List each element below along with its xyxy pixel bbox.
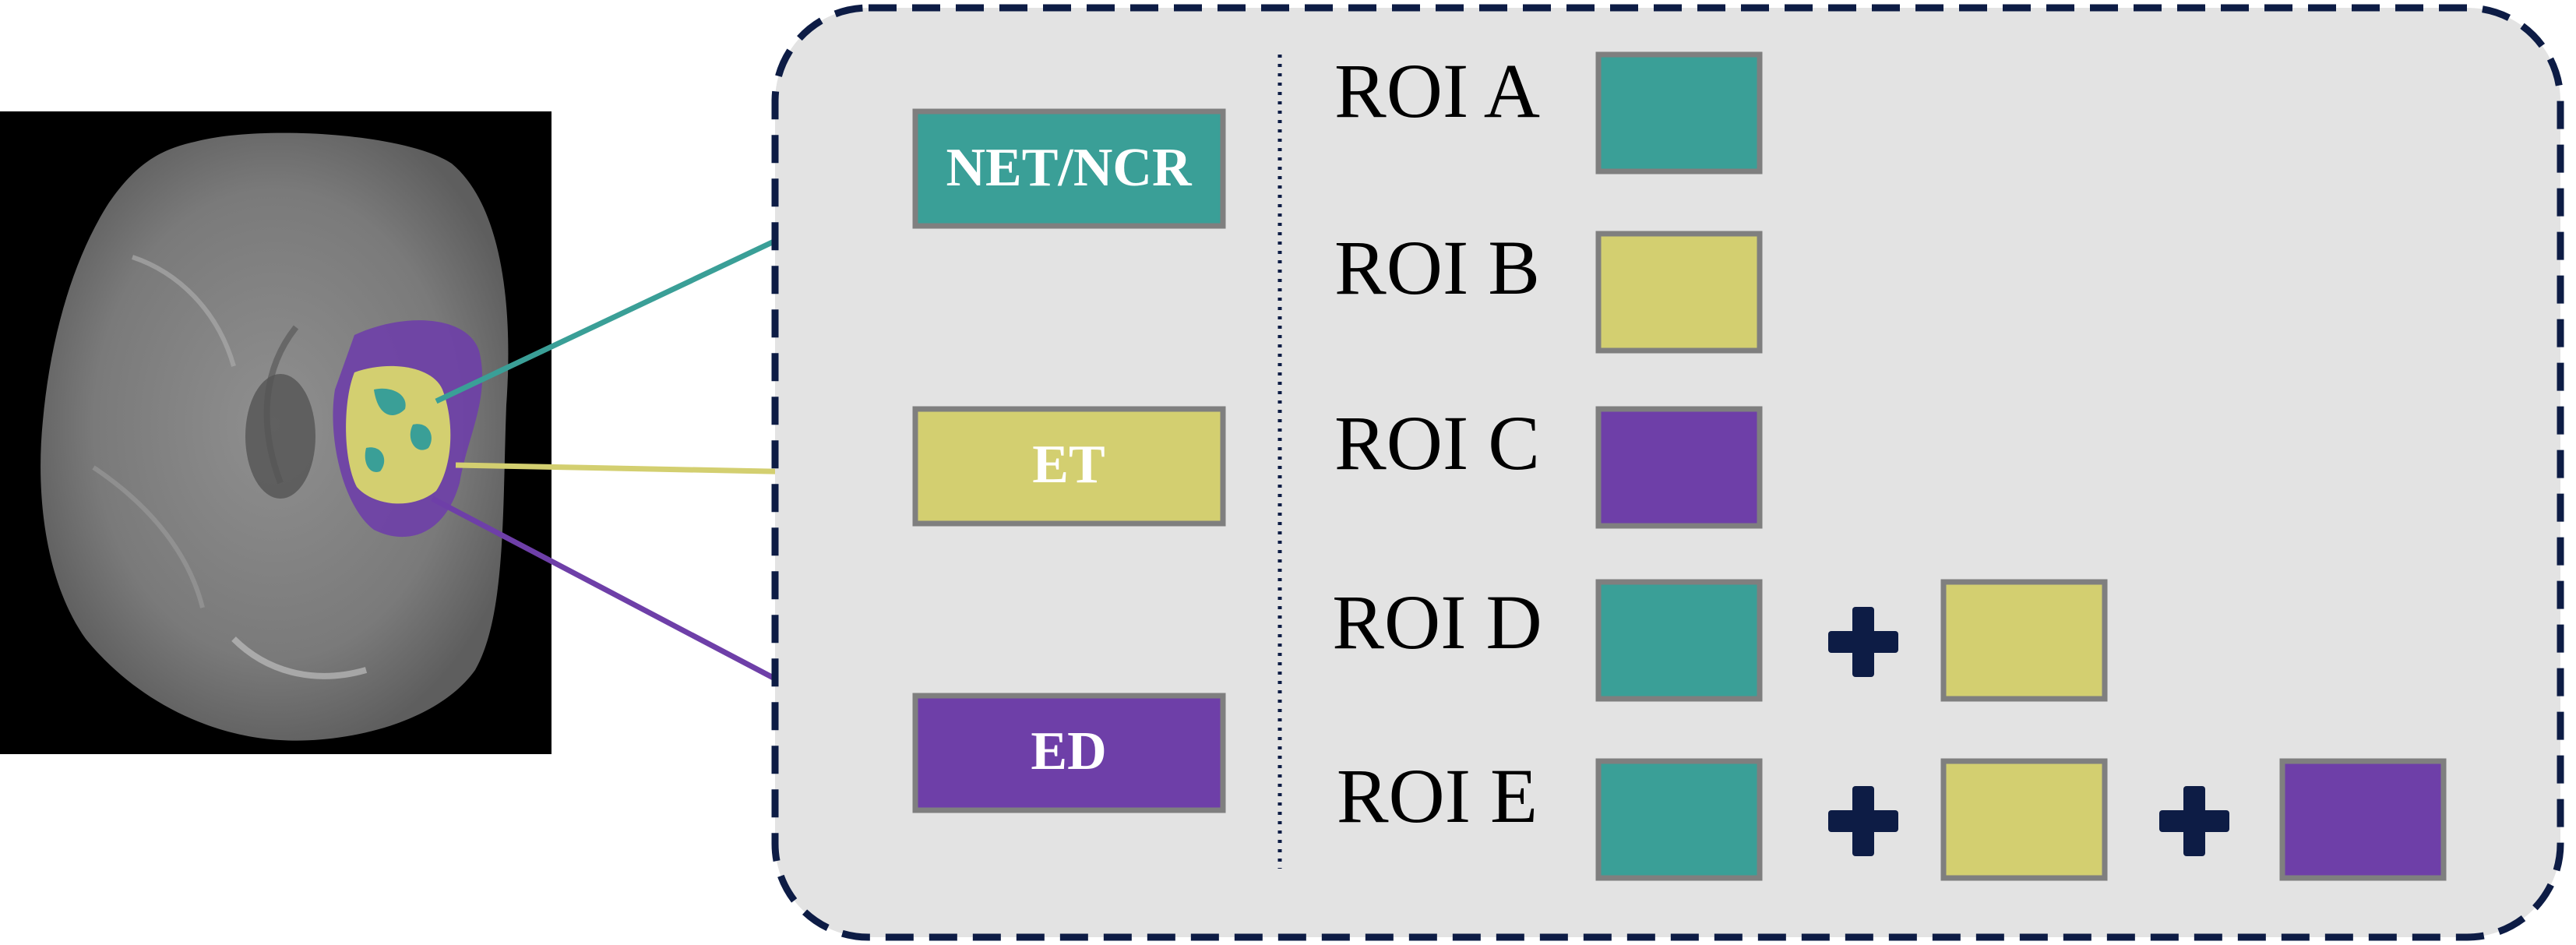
region-et: ET: [912, 406, 1226, 527]
plus-icon: [2159, 786, 2229, 856]
plus-icon: [1828, 786, 1898, 856]
region-net-ncr-label: NET/NCR: [946, 138, 1192, 198]
necrosis-overlay: [410, 424, 432, 450]
roi-row-d: ROI D: [1332, 579, 2108, 702]
brain-fold: [132, 255, 236, 367]
region-ed-label: ED: [1031, 721, 1106, 781]
roi-e-swatch-teal: [1595, 758, 1763, 881]
region-et-box: [912, 406, 1226, 527]
region-et-label: ET: [1032, 435, 1105, 495]
roi-d-swatch-yellow: [1940, 579, 2108, 702]
enhancing-tumor-overlay: [346, 365, 451, 504]
roi-b-swatch-yellow: [1595, 231, 1763, 354]
region-ed: ED: [912, 693, 1226, 813]
roi-b-label: ROI B: [1334, 224, 1540, 311]
necrosis-overlay: [365, 447, 385, 472]
plus-icon: [1828, 607, 1898, 677]
roi-e-label: ROI E: [1337, 753, 1538, 839]
roi-c-label: ROI C: [1334, 400, 1540, 486]
region-net-ncr-box: [912, 108, 1226, 229]
roi-a-swatch-teal: [1595, 51, 1763, 175]
roi-d-swatch-teal: [1595, 579, 1763, 702]
roi-row-c: ROI C: [1334, 400, 1763, 529]
mri-scan-image: [0, 111, 551, 754]
roi-a-label: ROI A: [1334, 48, 1540, 134]
region-ed-box: [912, 693, 1226, 813]
roi-c-swatch-purple: [1595, 406, 1763, 529]
roi-d-label: ROI D: [1332, 579, 1542, 665]
brain-fold: [92, 465, 205, 608]
brain-fold: [231, 636, 368, 679]
roi-e-swatch-purple: [2279, 758, 2447, 881]
roi-row-a: ROI A: [1334, 48, 1763, 175]
region-net-ncr: NET/NCR: [912, 108, 1226, 229]
roi-e-swatch-yellow: [1940, 758, 2108, 881]
necrosis-overlay: [374, 388, 406, 415]
brain-ventricle: [245, 374, 315, 499]
roi-row-b: ROI B: [1334, 224, 1763, 354]
roi-row-e: ROI E: [1337, 753, 2447, 881]
